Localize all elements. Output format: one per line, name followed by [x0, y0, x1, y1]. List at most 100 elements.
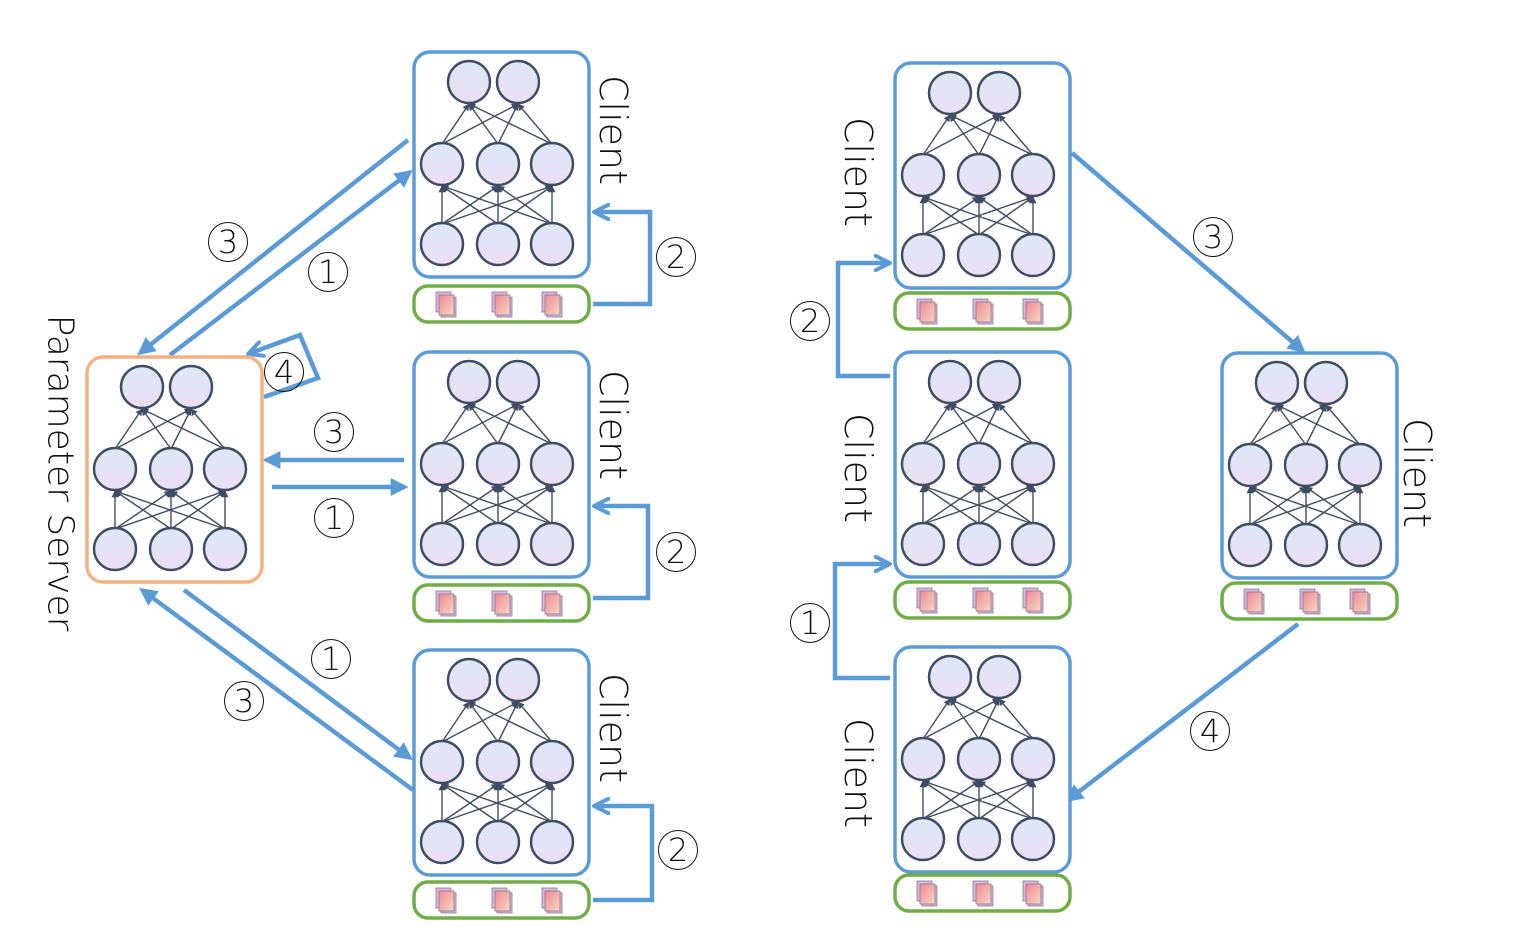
document-front	[1246, 591, 1263, 613]
output-node	[1254, 360, 1300, 406]
document-front	[919, 883, 936, 905]
step-marker-chain-1: 1	[790, 603, 830, 643]
network-edge	[468, 701, 553, 743]
input-node	[202, 526, 248, 572]
document-front	[544, 593, 561, 615]
network-edge	[141, 408, 172, 450]
output-node	[927, 70, 973, 116]
network-edge	[114, 490, 172, 530]
network-edge	[949, 114, 1034, 156]
network-edge	[978, 485, 1034, 525]
left-client-data-store-3	[412, 880, 591, 920]
input-node	[1010, 232, 1056, 278]
network-edge	[922, 196, 980, 236]
input-node	[1283, 522, 1329, 568]
document-stack-icon	[916, 880, 938, 907]
document-front	[494, 593, 511, 615]
client-label-left-bottom: Client	[591, 672, 635, 784]
document-stack-icon	[972, 587, 994, 614]
output-node	[976, 70, 1022, 116]
input-node	[1337, 522, 1383, 568]
network-edge	[1249, 485, 1361, 526]
network-edge	[922, 403, 951, 445]
left-client-network-1	[412, 50, 591, 279]
network-edge	[978, 698, 1000, 740]
network-edge	[441, 701, 470, 743]
network-edge	[468, 103, 499, 145]
network-edge	[441, 782, 553, 823]
document-front	[1025, 590, 1042, 612]
network-edge	[468, 403, 499, 445]
network-edge	[468, 403, 553, 445]
network-edge	[517, 701, 553, 743]
network-edge	[141, 408, 226, 450]
hidden-node	[419, 441, 465, 487]
input-node	[900, 521, 946, 567]
arrow-middle-local	[593, 506, 651, 601]
network-edge	[517, 403, 553, 445]
document-front	[975, 301, 992, 323]
hidden-node	[900, 736, 946, 782]
network-edges	[919, 698, 1037, 820]
output-node	[446, 359, 492, 405]
output-node	[976, 359, 1022, 405]
document-front	[1025, 883, 1042, 905]
network-edge	[170, 408, 192, 450]
output-node	[446, 59, 492, 105]
document-front	[919, 590, 936, 612]
input-node	[475, 521, 521, 567]
network-edge	[517, 103, 553, 145]
network-edge	[441, 783, 499, 823]
right-client-network-3	[893, 645, 1072, 874]
hidden-node	[1337, 442, 1383, 488]
input-node	[419, 819, 465, 865]
network-edges	[438, 103, 556, 225]
document-stack-icon	[916, 298, 938, 325]
right-client-network-1	[893, 61, 1072, 290]
input-node	[529, 819, 575, 865]
hidden-node	[1010, 736, 1056, 782]
document-stack-icon	[541, 590, 563, 617]
output-node	[1303, 360, 1349, 406]
hidden-node	[419, 739, 465, 785]
network-edges	[1246, 404, 1364, 526]
document-stack-icon	[491, 590, 513, 617]
document-front	[438, 890, 455, 912]
input-node	[1227, 522, 1273, 568]
right-client-data-store-3	[893, 873, 1072, 913]
hidden-node	[900, 152, 946, 198]
document-stack-icon	[1349, 588, 1371, 615]
step-marker-server-update: 4	[264, 352, 304, 392]
input-node	[1010, 816, 1056, 862]
document-stack-icon	[1022, 587, 1044, 614]
hidden-node	[475, 141, 521, 187]
network-edge	[949, 403, 1034, 445]
document-stack-icon	[435, 887, 457, 914]
network-edge	[998, 403, 1034, 445]
document-front	[494, 890, 511, 912]
document-front	[494, 294, 511, 316]
document-stack-icon	[1022, 880, 1044, 907]
hidden-node	[529, 141, 575, 187]
network-edge	[1276, 404, 1361, 446]
document-stack-icon	[541, 291, 563, 318]
network-edge	[949, 698, 1034, 740]
document-front	[1352, 591, 1369, 613]
step-marker-push-bottom: 3	[224, 681, 264, 721]
arrow-layer	[137, 138, 1306, 903]
document-stack-icon	[541, 887, 563, 914]
input-node	[148, 526, 194, 572]
hidden-node	[202, 446, 248, 492]
input-node	[956, 816, 1002, 862]
input-node	[956, 232, 1002, 278]
network-edge	[922, 698, 951, 740]
document-stack-icon	[1299, 588, 1321, 615]
network-edges	[919, 403, 1037, 525]
network-edges	[111, 408, 229, 530]
output-node	[495, 359, 541, 405]
output-node	[119, 364, 165, 410]
network-edge	[441, 184, 553, 225]
parameter-server-network	[85, 355, 264, 584]
hidden-node	[529, 441, 575, 487]
step-marker-local-top: 2	[656, 237, 696, 277]
